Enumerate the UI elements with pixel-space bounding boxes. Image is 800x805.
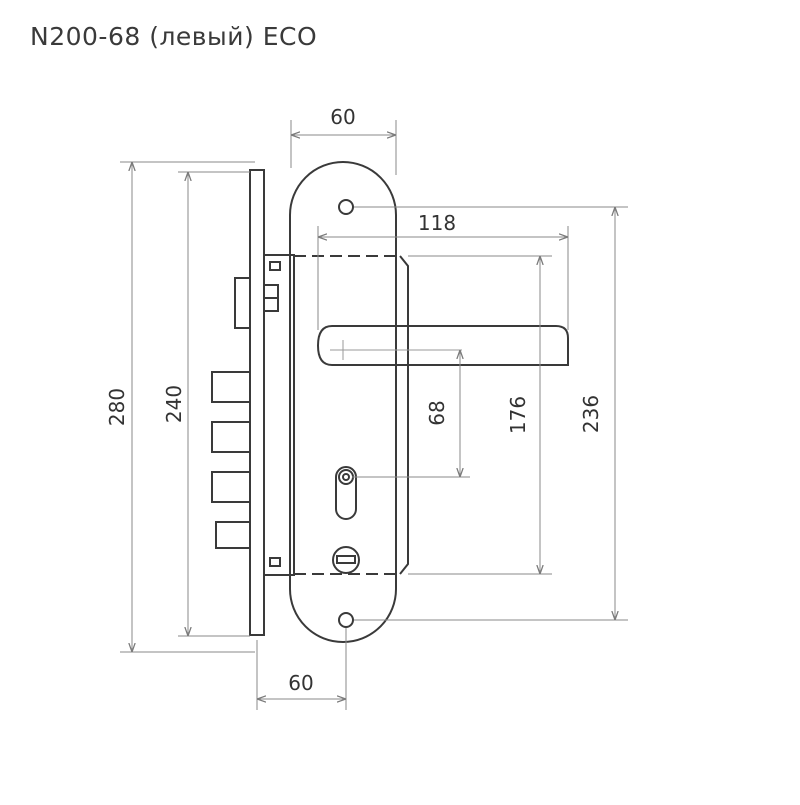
dim-label-top-60: 60 bbox=[330, 105, 355, 129]
keyhole-cylinder bbox=[338, 469, 354, 485]
dimension-280: 280 bbox=[105, 161, 255, 653]
dim-label-176: 176 bbox=[506, 396, 530, 434]
escutcheon-plate bbox=[289, 161, 409, 643]
dim-label-68: 68 bbox=[425, 400, 449, 425]
faceplate bbox=[249, 169, 265, 636]
thumb-turn bbox=[332, 546, 360, 574]
dimension-118: 118 bbox=[317, 211, 569, 330]
latch-bolt bbox=[234, 277, 250, 329]
deadbolt-4 bbox=[215, 521, 251, 549]
dimension-68: 68 bbox=[352, 350, 470, 478]
hidden-case-edge bbox=[399, 255, 409, 575]
dim-label-bottom-60: 60 bbox=[288, 671, 313, 695]
screw-hole-top bbox=[338, 199, 354, 215]
lock-case bbox=[263, 254, 295, 576]
mortise-lock-body bbox=[211, 169, 295, 636]
dim-label-236: 236 bbox=[579, 395, 603, 433]
deadbolt-1 bbox=[211, 371, 251, 403]
keyhole-slot bbox=[335, 466, 357, 520]
dim-label-280: 280 bbox=[105, 388, 129, 426]
screw-hole-bottom bbox=[338, 612, 354, 628]
dimension-236: 236 bbox=[354, 206, 628, 621]
handle-lever bbox=[316, 325, 569, 366]
dim-label-118: 118 bbox=[418, 211, 456, 235]
lever-handle bbox=[316, 325, 569, 366]
dim-label-240: 240 bbox=[162, 385, 186, 423]
deadbolt-3 bbox=[211, 471, 251, 503]
case-screw-top bbox=[269, 261, 281, 271]
thumb-turn-slot bbox=[336, 555, 356, 564]
product-title: N200-68 (левый) ECO bbox=[30, 22, 318, 51]
plate-outline bbox=[289, 161, 397, 643]
dimension-top-60: 60 bbox=[290, 105, 397, 175]
dimension-240: 240 bbox=[162, 171, 250, 637]
deadbolt-2 bbox=[211, 421, 251, 453]
keyhole-pin bbox=[342, 473, 350, 481]
case-screw-bottom bbox=[269, 557, 281, 567]
dimension-176: 176 bbox=[408, 255, 552, 575]
dimension-bottom-60: 60 bbox=[256, 628, 347, 710]
